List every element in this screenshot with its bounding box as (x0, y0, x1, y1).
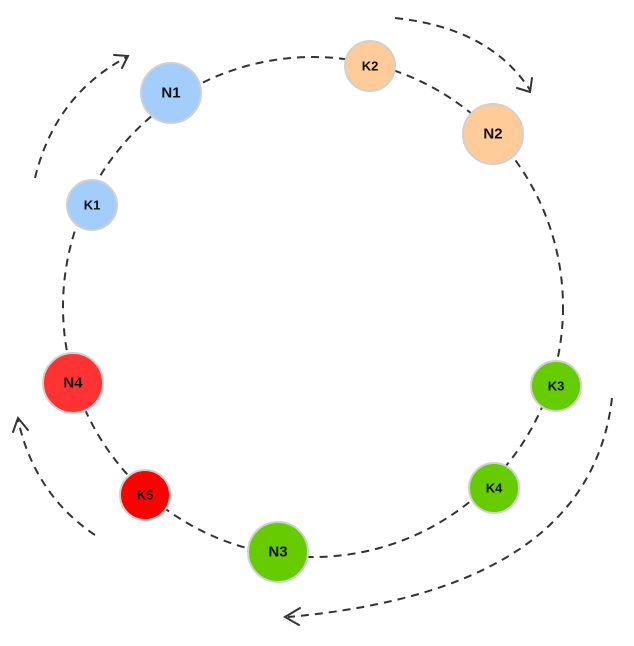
key-k5: K5 (119, 469, 171, 521)
key-k3-label: K3 (548, 379, 565, 394)
key-k1: K1 (66, 179, 118, 231)
node-n2-circle (462, 103, 524, 165)
key-k5-label: K5 (137, 488, 154, 503)
arrow-bottom-left (12, 416, 96, 536)
key-k3-circle (530, 360, 582, 412)
key-k4-label: K4 (486, 481, 503, 496)
node-n1: N1 (140, 62, 202, 124)
node-n3-circle (247, 521, 309, 583)
node-n2-label: N2 (483, 126, 502, 143)
key-k2-circle (344, 40, 396, 92)
node-n4: N4 (42, 352, 104, 414)
key-k4: K4 (468, 462, 520, 514)
key-k1-label: K1 (84, 198, 101, 213)
node-n1-label: N1 (161, 85, 180, 102)
key-k3: K3 (530, 360, 582, 412)
key-k2: K2 (344, 40, 396, 92)
key-k2-label: K2 (362, 59, 379, 74)
arrow-top-right (394, 17, 533, 94)
key-k1-circle (66, 179, 118, 231)
node-n3: N3 (247, 521, 309, 583)
node-n4-label: N4 (63, 375, 83, 392)
arrow-bottom-right (283, 397, 613, 626)
node-n4-circle (42, 352, 104, 414)
node-n2: N2 (462, 103, 524, 165)
node-n1-circle (140, 62, 202, 124)
hash-ring (62, 56, 564, 558)
node-n3-label: N3 (268, 544, 287, 561)
key-k5-circle (119, 469, 171, 521)
key-k4-circle (468, 462, 520, 514)
arrow-top-left (34, 54, 130, 179)
